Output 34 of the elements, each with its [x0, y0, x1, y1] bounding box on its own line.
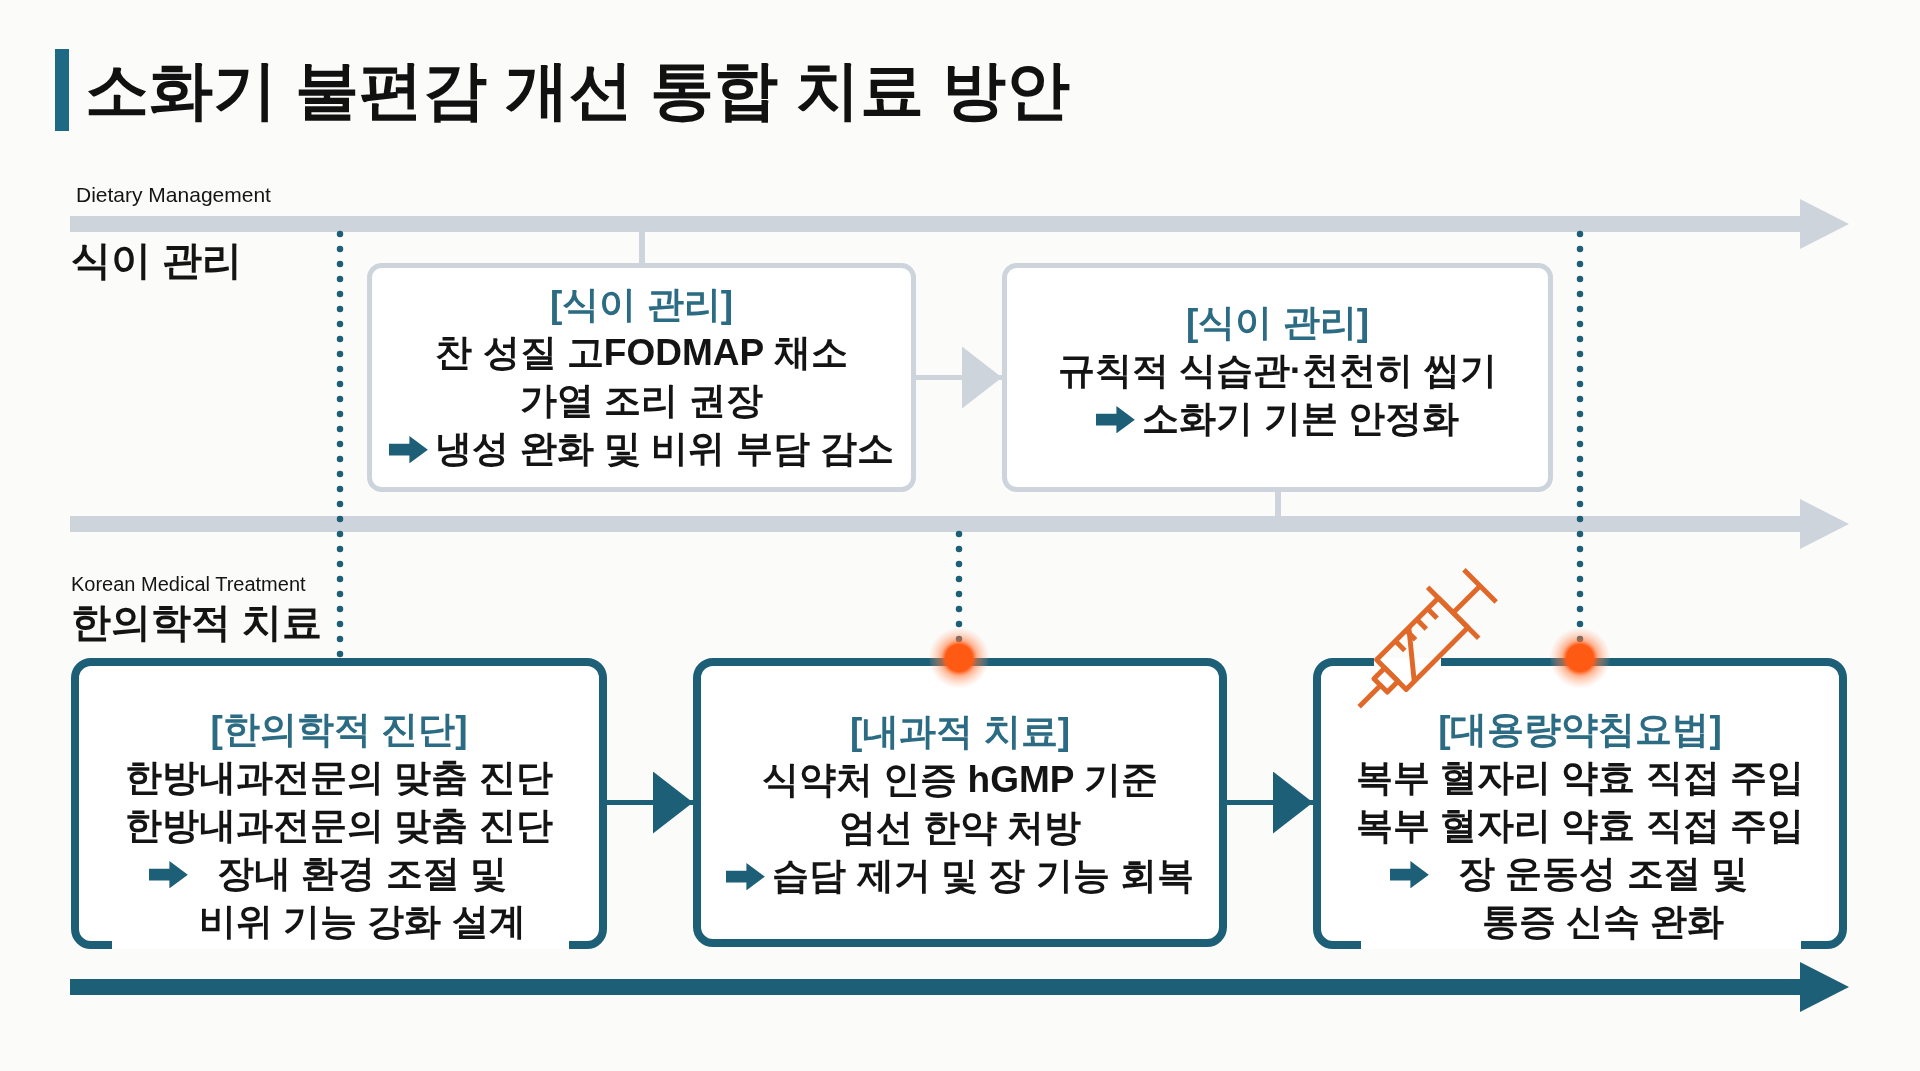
process-box [367, 263, 916, 492]
result-text: 장내 환경 조절 및 비위 기능 강화 설계 [197, 852, 527, 945]
box-heading: [식이 관리] [550, 283, 733, 327]
result-text: 장 운동성 조절 및 통증 신속 완화 [1457, 852, 1750, 945]
process-box [693, 658, 1227, 947]
process-box [71, 658, 607, 949]
body-text: 규칙적 식습관·천천히 씹기 [1057, 349, 1498, 394]
dotted-line [929, 530, 989, 688]
dotted-line [1550, 230, 1610, 688]
arrow [916, 346, 1002, 409]
box-heading: [한의학적 진단] [210, 708, 468, 752]
lane-subtitle: Korean Medical Treatment [71, 572, 306, 596]
result-text: 소화기 기본 안정화 [1142, 397, 1459, 442]
lane-title: 한의학적 치료 [71, 599, 323, 646]
lane-subtitle: Dietary Management [76, 182, 271, 208]
box-heading: [대용량약침요법] [1438, 708, 1722, 752]
body-text: 찬 성질 고FODMAP 채소 가열 조리 권장 [434, 331, 849, 424]
arrow [607, 771, 693, 834]
body-text: 복부 혈자리 약효 직접 주입 [1355, 804, 1805, 849]
process-box [1002, 263, 1553, 492]
result-text: 냉성 완화 및 비위 부담 감소 [435, 427, 894, 472]
body-text: 한방내과전문의 맞춤 진단 [125, 756, 553, 801]
body-text: 한방내과전문의 맞춤 진단 [125, 804, 553, 849]
box-heading: [내과적 치료] [850, 710, 1070, 754]
box-heading: [식이 관리] [1186, 301, 1369, 345]
body-text: 복부 혈자리 약효 직접 주입 [1355, 756, 1805, 801]
connector-line [1275, 492, 1281, 516]
arrow [1227, 771, 1313, 834]
page-title: 소화기 불편감 개선 통합 치료 방안 [85, 53, 1070, 128]
body-text: 식약처 인증 hGMP 기준 엄선 한약 처방 [760, 758, 1160, 851]
lane-title: 식이 관리 [71, 237, 243, 284]
result-text: 습담 제거 및 장 기능 회복 [772, 854, 1194, 899]
process-box [1313, 658, 1847, 949]
connector-line [639, 232, 645, 263]
